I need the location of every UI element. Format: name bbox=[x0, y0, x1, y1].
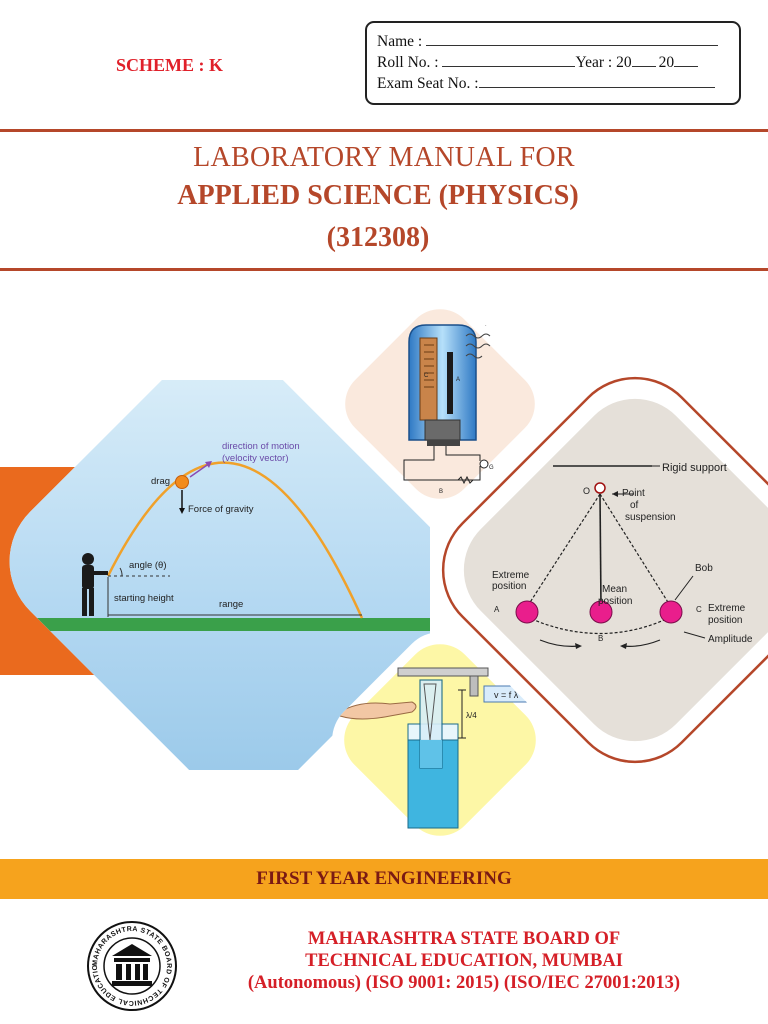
direction-label: direction of motion bbox=[222, 441, 300, 452]
extreme-right-label-1: Extreme bbox=[708, 603, 746, 614]
pos-c-label: C bbox=[696, 605, 702, 614]
galvanometer-label: G bbox=[489, 465, 494, 471]
name-row: Name : bbox=[377, 31, 739, 52]
seat-label: Exam Seat No. : bbox=[377, 75, 479, 92]
year-field-2[interactable] bbox=[674, 52, 699, 67]
seat-row: Exam Seat No. : bbox=[377, 73, 739, 94]
student-info-box: Name : Roll No. : Year : 20 20 Exam Seat … bbox=[365, 21, 741, 105]
board-line-2: TECHNICAL EDUCATION, MUMBAI bbox=[305, 951, 623, 971]
mean-label-2: position bbox=[598, 596, 632, 607]
point-label-1: Point bbox=[622, 488, 645, 499]
pos-b-label: B bbox=[598, 634, 603, 643]
board-line-1: MAHARASHTRA STATE BOARD OF bbox=[307, 929, 621, 949]
extreme-right-label-2: position bbox=[708, 615, 742, 626]
point-label-3: suspension bbox=[625, 512, 676, 523]
amplitude-label: Amplitude bbox=[708, 634, 753, 645]
electrode-c-label: C bbox=[424, 373, 429, 379]
trajectory-path bbox=[106, 461, 364, 619]
roll-field[interactable] bbox=[442, 52, 576, 67]
bob-label: Bob bbox=[695, 563, 713, 574]
range-label: range bbox=[219, 599, 243, 610]
pendulum-diamond: Rigid support O Point of suspension Extr… bbox=[441, 376, 768, 764]
point-label-2: of bbox=[630, 500, 639, 511]
pos-a-label: A bbox=[494, 605, 500, 614]
angle-label: angle (θ) bbox=[129, 560, 167, 571]
board-line-3: (Autonomous) (ISO 9001: 2015) (ISO/IEC 2… bbox=[247, 973, 681, 993]
mean-label-1: Mean bbox=[602, 584, 627, 595]
person-silhouette-icon bbox=[82, 553, 108, 616]
seat-field[interactable] bbox=[478, 73, 715, 88]
scheme-label: SCHEME : K bbox=[116, 55, 224, 75]
year-label: Year : 20 bbox=[575, 54, 632, 71]
point-o-label: O bbox=[583, 486, 590, 496]
extreme-left-label-2: position bbox=[492, 581, 526, 592]
year-band: FIRST YEAR ENGINEERING bbox=[0, 859, 768, 899]
msbte-seal-logo: MAHARASHTRA STATE BOARD OF TECHNICAL EDU… bbox=[86, 920, 177, 1011]
roll-label: Roll No. : bbox=[377, 54, 443, 71]
title-line-2: APPLIED SCIENCE (PHYSICS) bbox=[177, 180, 579, 211]
title-line-1: LABORATORY MANUAL FOR bbox=[193, 142, 575, 173]
projectile-ball-icon bbox=[175, 475, 189, 489]
vacuum-tube-diamond: Radia C A G B bbox=[331, 296, 549, 514]
name-field[interactable] bbox=[426, 31, 719, 46]
velocity-label: (velocity vector) bbox=[222, 453, 289, 464]
board-name: MAHARASHTRA STATE BOARD OF TECHNICAL EDU… bbox=[160, 928, 768, 994]
header-divider-bottom bbox=[0, 268, 768, 271]
resonance-tube-diamond: λ/4 v = f λ bbox=[332, 632, 548, 848]
year-field-1[interactable] bbox=[631, 52, 656, 67]
header-divider-top bbox=[0, 129, 768, 132]
electrode-a-label: A bbox=[456, 377, 460, 383]
roll-row: Roll No. : Year : 20 20 bbox=[377, 52, 739, 73]
wave-formula-label: v = f λ bbox=[494, 690, 519, 700]
drag-label: drag bbox=[151, 476, 170, 487]
battery-label: B bbox=[439, 489, 443, 495]
rigid-support-label: Rigid support bbox=[662, 462, 727, 474]
year-mid: 20 bbox=[658, 54, 675, 71]
quarter-wavelength-label: λ/4 bbox=[466, 711, 477, 720]
gravity-label: Force of gravity bbox=[188, 504, 254, 515]
year-band-label: FIRST YEAR ENGINEERING bbox=[256, 868, 512, 889]
course-code: (312308) bbox=[326, 222, 430, 253]
extreme-left-label-1: Extreme bbox=[492, 570, 530, 581]
name-label: Name : bbox=[377, 33, 427, 50]
height-label: starting height bbox=[114, 593, 174, 604]
radiation-label: Radia bbox=[485, 321, 503, 328]
